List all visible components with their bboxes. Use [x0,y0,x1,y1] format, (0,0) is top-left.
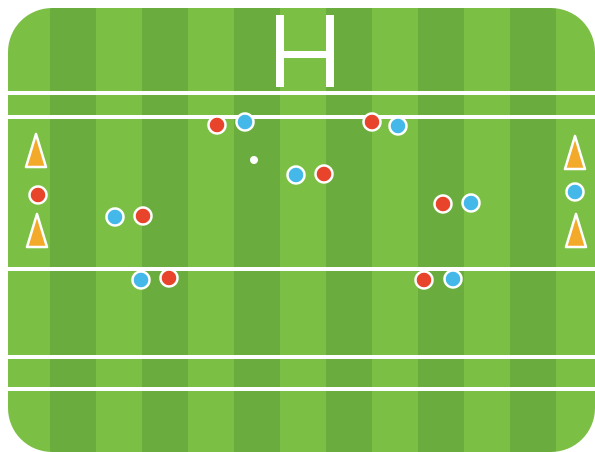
field-stripe [142,0,188,452]
field-stripe [4,0,50,452]
player-blue-icon [288,167,305,184]
ball-icon [250,156,258,164]
player-red-icon [364,114,381,131]
field-stripe [96,0,142,452]
field-stripe [50,0,96,452]
field-line [8,387,595,391]
field-stripe [464,0,510,452]
field-stripes [4,0,595,452]
player-red-icon [161,270,178,287]
player-blue-icon [133,272,150,289]
player-blue-icon [463,195,480,212]
field-stripe [418,0,464,452]
player-blue-icon [445,271,462,288]
field-stripe [280,0,326,452]
field-line [8,267,595,271]
player-red-icon [435,196,452,213]
field-stripe [234,0,280,452]
player-red-icon [135,208,152,225]
field-line [8,355,595,359]
player-blue-icon [237,114,254,131]
player-blue-icon [567,184,584,201]
player-red-icon [30,187,47,204]
field-line [8,91,595,95]
field-stripe [510,0,556,452]
player-red-icon [316,166,333,183]
field-stripe [188,0,234,452]
ball-dot [250,156,258,164]
player-red-icon [209,117,226,134]
player-red-icon [416,272,433,289]
player-blue-icon [390,118,407,135]
goal-crossbar [276,51,334,58]
field-stripe [372,0,418,452]
player-blue-icon [107,209,124,226]
field-line [8,115,595,119]
